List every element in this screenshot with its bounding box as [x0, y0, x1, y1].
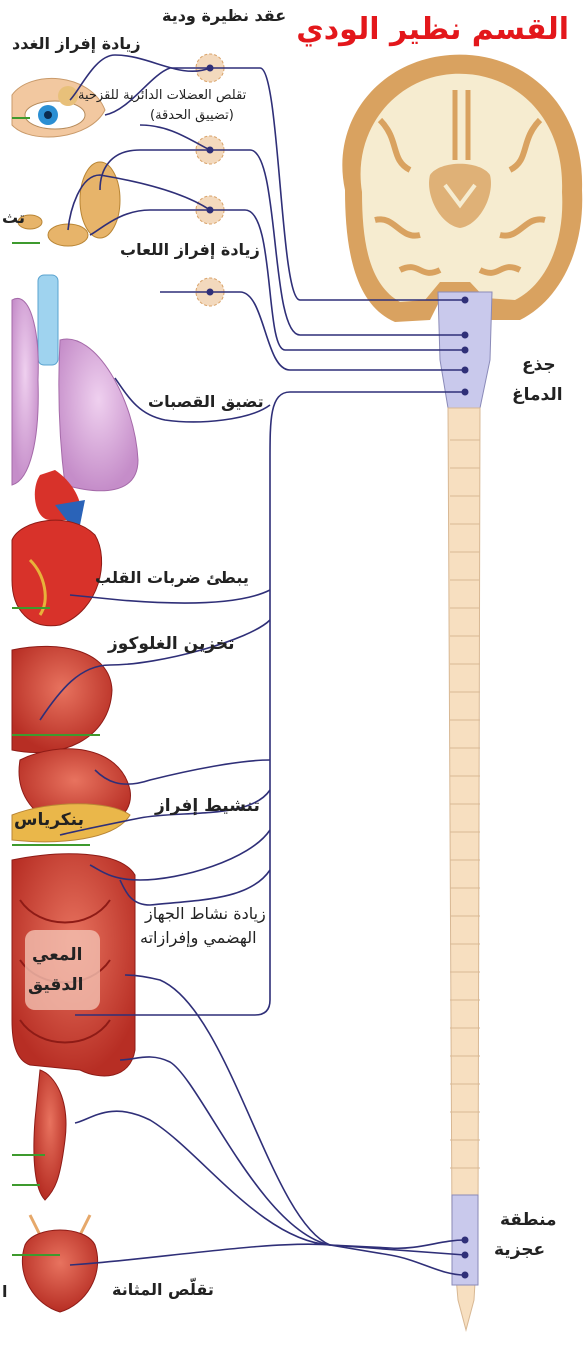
- label-brainstem-1: جذع: [522, 355, 556, 375]
- nerve-origin-dot: [462, 1272, 469, 1279]
- label-pancreas: بنكرياس: [14, 810, 84, 830]
- label-bladder: تقلّص المثانة: [112, 1280, 214, 1299]
- label-saliva: زيادة إفراز اللعاب: [120, 240, 260, 259]
- salivary-gland-icon: [18, 162, 120, 246]
- nerve-fiber: [120, 1057, 330, 1245]
- brain-icon: [342, 55, 582, 322]
- nerve-fiber: [70, 1244, 330, 1265]
- nerve-origin-dot: [207, 207, 214, 214]
- label-brainstem-2: الدماغ: [512, 385, 563, 405]
- nerve-fiber: [120, 870, 270, 905]
- nerve-origin-dot: [207, 289, 214, 296]
- spinal-cord-icon: [448, 408, 480, 1330]
- label-digestive-2: الهضمي وإفرازاته: [140, 928, 257, 947]
- label-secretion: تنشيط إفراز: [155, 796, 260, 816]
- label-cut-bottom: ا: [2, 1282, 7, 1301]
- label-ganglion: عقد نظيرة ودية: [162, 6, 286, 25]
- label-pupil-2: (تضييق الحدقة): [150, 108, 234, 123]
- nerve-origin-dot: [462, 1237, 469, 1244]
- label-intestine-2: الدقيق: [28, 975, 83, 995]
- intestine-icon: [12, 854, 135, 1200]
- label-cut-left: تث: [2, 208, 25, 227]
- label-sacral-2: عجزية: [494, 1240, 545, 1260]
- nerve-fiber: [330, 1245, 465, 1255]
- nerve-origin-dot: [462, 297, 469, 304]
- nerve-origin-dot: [462, 367, 469, 374]
- label-bronchi: تضيق القصبات: [148, 392, 264, 411]
- nerve-fiber: [70, 590, 270, 603]
- nerve-origin-dot: [462, 389, 469, 396]
- heart-icon: [12, 470, 102, 626]
- nerve-origin-dot: [462, 332, 469, 339]
- label-glucose: تخزين الغلوكوز: [108, 634, 235, 654]
- label-heart: يبطئ ضربات القلب: [95, 568, 249, 587]
- liver-icon: [12, 646, 112, 752]
- diagram-title: القسم نظير الودي: [296, 12, 569, 47]
- nerve-origin-dot: [207, 147, 214, 154]
- nerve-origin-dot: [462, 347, 469, 354]
- nerve-origin-dot: [462, 1252, 469, 1259]
- label-pupil-1: تقلص العضلات الدائرية للقزحية: [78, 88, 246, 103]
- label-tears: زيادة إفراز الغدد: [12, 34, 141, 53]
- label-sacral-1: منطقة: [500, 1210, 557, 1230]
- nerve-origin-dot: [207, 65, 214, 72]
- label-digestive-1: زيادة نشاط الجهاز: [145, 904, 266, 923]
- label-intestine-1: المعي: [32, 945, 82, 965]
